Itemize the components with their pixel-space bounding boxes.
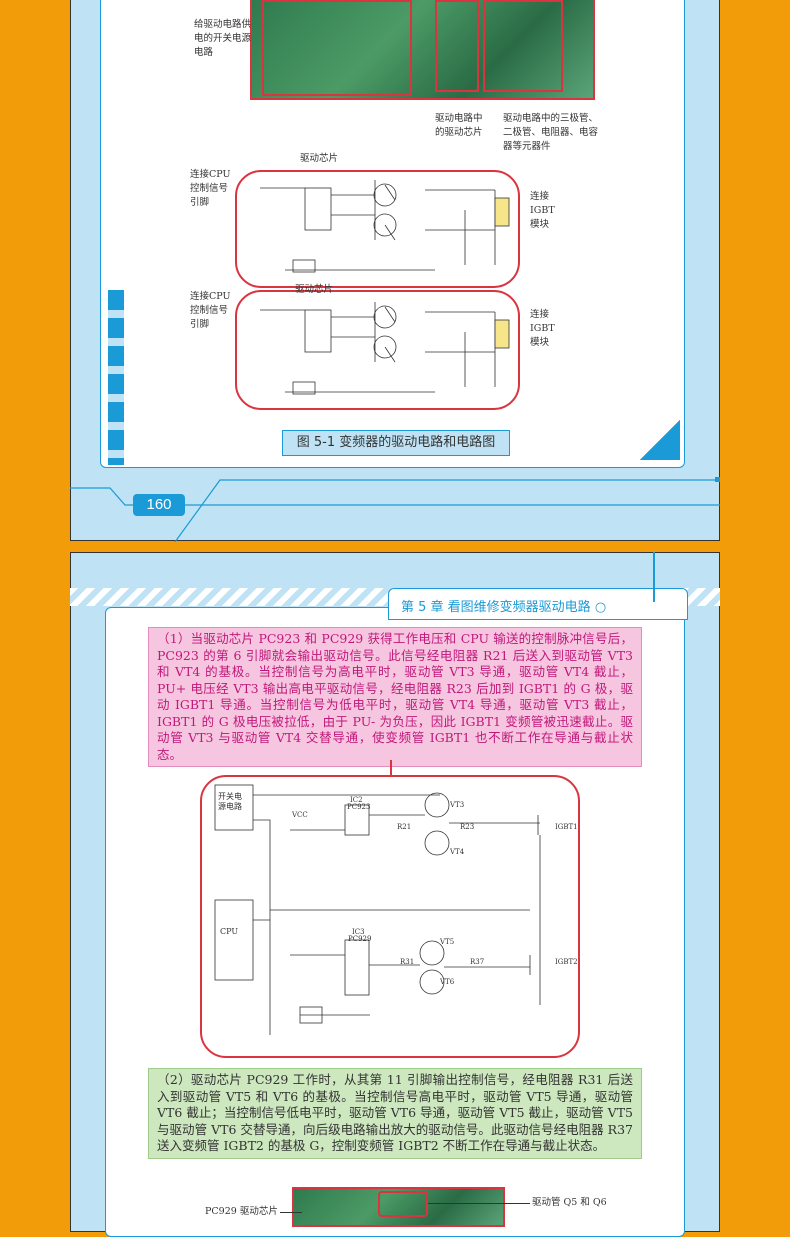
circuit-lines bbox=[259, 180, 510, 395]
vcc-label: VCC bbox=[292, 811, 308, 819]
circuit1-chip-label: 驱动芯片 bbox=[300, 153, 339, 164]
photo-highlight-chip bbox=[435, 0, 479, 92]
igbt1-label: IGBT1 bbox=[555, 823, 578, 831]
corner-triangle bbox=[640, 420, 680, 460]
main-schematic bbox=[200, 775, 580, 1058]
label-driver-chip: 驱动电路中的驱动芯片 bbox=[435, 113, 483, 138]
label-pc929-chip: PC929 驱动芯片 bbox=[205, 1206, 278, 1217]
circuit1-left-label: 连接CPU控制信号引脚 bbox=[190, 169, 231, 208]
vt4-label: VT4 bbox=[450, 848, 465, 856]
circuit2-left-label: 连接CPU控制信号引脚 bbox=[190, 291, 231, 330]
driver-board-photo bbox=[250, 0, 595, 100]
ic2-label: IC2 bbox=[350, 796, 363, 804]
ic3-label: IC3 bbox=[352, 928, 365, 936]
r23-label: R23 bbox=[460, 823, 475, 831]
vt6-label: VT6 bbox=[440, 978, 455, 986]
r37-label: R37 bbox=[470, 958, 485, 966]
r21-label: R21 bbox=[397, 823, 412, 831]
vt5-label: VT5 bbox=[440, 938, 455, 946]
arrow-line bbox=[390, 760, 392, 775]
page-number: 160 bbox=[133, 494, 185, 516]
pointer-line-chip bbox=[280, 1212, 302, 1213]
photo-highlight-power bbox=[262, 0, 412, 96]
decor-lines bbox=[70, 477, 720, 542]
circuit2-chip-label: 驱动芯片 bbox=[295, 284, 334, 295]
photo-highlight-q5-q6 bbox=[378, 1191, 428, 1217]
label-power-circuit: 给驱动电路供电的开关电源电路 bbox=[194, 19, 252, 58]
cpu-block-label: CPU bbox=[220, 927, 239, 936]
figure-caption: 图 5-1 变频器的驱动电路和电路图 bbox=[282, 430, 510, 456]
label-q5-q6: 驱动管 Q5 和 Q6 bbox=[532, 1197, 607, 1208]
chapter-title: 第 5 章 看图维修变频器驱动电路 bbox=[401, 600, 591, 615]
circuit1-right-label: 连接IGBT模块 bbox=[530, 191, 555, 230]
header-connector bbox=[653, 552, 655, 602]
schematic-lines bbox=[214, 784, 541, 1035]
label-components: 驱动电路中的三极管、二极管、电阻器、电容器等元器件 bbox=[503, 113, 599, 152]
circuit2-right-label: 连接IGBT模块 bbox=[530, 309, 555, 348]
ic2-part-label: PC923 bbox=[347, 803, 371, 811]
pointer-line-q5 bbox=[428, 1203, 530, 1204]
vt3-label: VT3 bbox=[450, 801, 465, 809]
paragraph-2: （2）驱动芯片 PC929 工作时，从其第 11 引脚输出控制信号，经电阻器 R… bbox=[148, 1068, 642, 1159]
side-stripes bbox=[108, 290, 124, 465]
r31-label: R31 bbox=[400, 958, 415, 966]
header-circle-icon: ○ bbox=[594, 600, 607, 615]
chapter-header: 第 5 章 看图维修变频器驱动电路 ○ bbox=[388, 588, 688, 620]
igbt2-label: IGBT2 bbox=[555, 958, 578, 966]
power-block-label: 开关电源电路 bbox=[218, 792, 242, 811]
ic3-part-label: PC929 bbox=[348, 935, 372, 943]
paragraph-1: （1）当驱动芯片 PC923 和 PC929 获得工作电压和 CPU 输送的控制… bbox=[148, 627, 642, 767]
photo-highlight-components bbox=[483, 0, 563, 92]
